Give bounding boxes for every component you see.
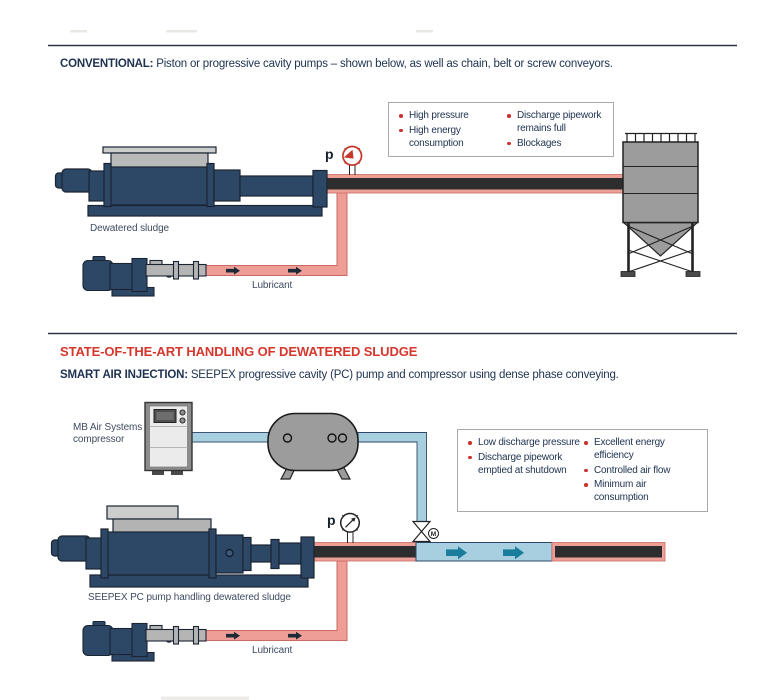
callout-column: Low discharge pressure Discharge pipewor… <box>467 437 583 507</box>
callout-item: Controlled air flow <box>583 465 701 478</box>
callout-item: Discharge pipework emptied at shutdown <box>467 452 583 478</box>
callout-conventional-drawbacks: High pressure High energy consumption Di… <box>388 102 614 158</box>
pump-caption: Dewatered sludge <box>90 223 170 234</box>
subtitle-keyword: SMART AIR INJECTION: <box>60 369 188 381</box>
cropped-artifact <box>70 30 433 700</box>
pressure-label: p <box>327 512 336 528</box>
callout-column: Excellent energy efficiency Controlled a… <box>583 437 701 507</box>
compressor-caption: MB Air Systems compressor <box>73 422 143 445</box>
pressure-gauge-icon-sai <box>339 512 361 543</box>
subtitle-text: SEEPEX progressive cavity (PC) pump and … <box>187 369 619 381</box>
pc-pump-seepex <box>50 505 315 588</box>
lubricant-pump <box>82 255 207 297</box>
discharge-pipe-sai <box>313 542 666 562</box>
section-sai-subtitle: SMART AIR INJECTION: SEEPEX progressive … <box>60 369 619 381</box>
pressure-label: p <box>325 146 334 162</box>
compressor <box>144 401 193 475</box>
callout-item: High energy consumption <box>398 125 506 151</box>
callout-item: Blockages <box>506 138 607 151</box>
flow-arrow-icon <box>226 266 302 275</box>
silo <box>620 132 701 277</box>
callout-item: Discharge pipework remains full <box>506 110 607 136</box>
lubricant-caption: Lubricant <box>252 645 293 656</box>
flow-arrow-icon <box>226 631 302 640</box>
callout-item: Low discharge pressure <box>467 437 583 450</box>
discharge-pipe-conventional <box>326 174 628 194</box>
valve-motor-label: M <box>430 530 437 538</box>
section-conventional-title: CONVENTIONAL: Piston or progressive cavi… <box>60 58 613 70</box>
lubricant-caption: Lubricant <box>252 280 293 291</box>
pressure-gauge-icon-conventional <box>342 145 363 175</box>
title-text: Piston or progressive cavity pumps – sho… <box>153 58 613 70</box>
lubricant-pump <box>82 620 207 662</box>
motorized-valve-icon <box>411 520 439 543</box>
air-flow-arrow-icon <box>446 546 524 560</box>
pc-pump-conventional <box>54 146 328 217</box>
title-keyword: CONVENTIONAL: <box>60 58 154 70</box>
callout-sai-benefits: Low discharge pressure Discharge pipewor… <box>457 429 708 512</box>
callout-item: High pressure <box>398 110 506 123</box>
callout-column: Discharge pipework remains full Blockage… <box>506 110 607 152</box>
callout-item: Minimum air consumption <box>583 479 701 505</box>
air-receiver-tank <box>267 412 359 480</box>
pump-caption: SEEPEX PC pump handling dewatered sludge <box>88 592 291 603</box>
callout-column: High pressure High energy consumption <box>398 110 506 152</box>
callout-item: Excellent energy efficiency <box>583 437 701 463</box>
section-sai-title: STATE-OF-THE-ART HANDLING OF DEWATERED S… <box>60 344 418 359</box>
